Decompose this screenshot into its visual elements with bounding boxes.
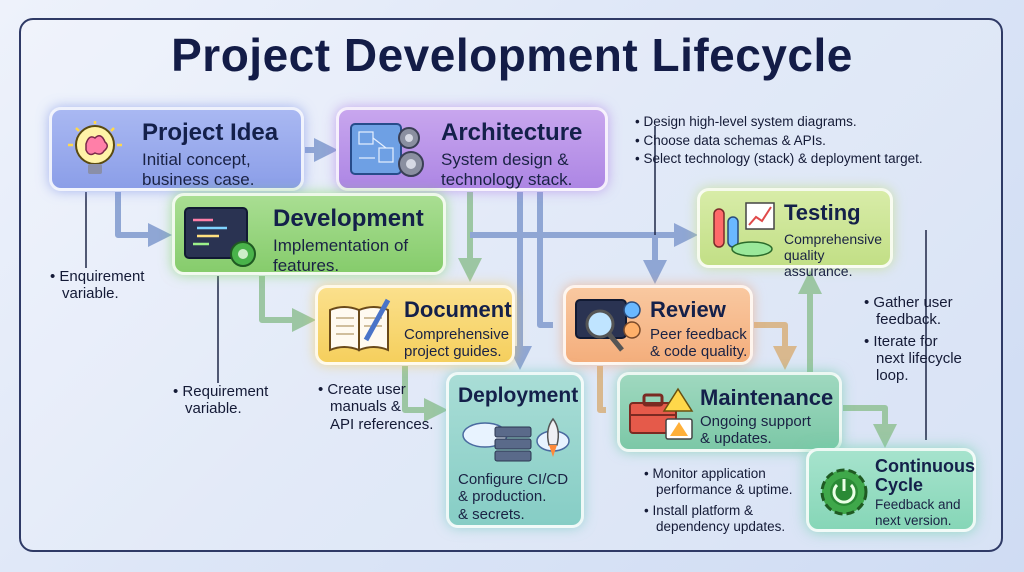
node-description: Initial concept,business case.: [142, 150, 255, 189]
power-gear-icon: [820, 468, 868, 516]
arrow-maint-from-review: [597, 366, 606, 413]
code-editor-gear-icon: [184, 207, 256, 267]
open-book-pen-icon: [329, 298, 391, 352]
node-title: Review: [650, 297, 726, 322]
note-architecture: • Design high-level system diagrams. • C…: [635, 114, 923, 167]
node-title: Maintenance: [700, 385, 834, 410]
blueprint-gears-icon: [350, 123, 424, 177]
node-description: Configure CI/CD& production.& secrets.: [458, 471, 569, 523]
arrow-dev-to-document: [259, 276, 316, 332]
arrow-idea-to-development: [115, 192, 172, 247]
node-description: Peer feedback& code quality.: [650, 326, 748, 361]
node-maintenance[interactable]: Maintenance Ongoing support& updates.: [617, 372, 842, 452]
note-document: • Create user manuals & API references.: [318, 381, 434, 433]
arrow-arch-to-review-side: [537, 192, 553, 328]
node-title: Project Idea: [142, 119, 279, 146]
arrow-review-to-maintenance: [754, 322, 797, 370]
arrow-maint-to-continuous: [843, 405, 897, 448]
node-project-idea[interactable]: Project Idea Initial concept,business ca…: [49, 107, 304, 191]
node-description: Ongoing support& updates.: [700, 413, 811, 448]
note-testing: • Gather user feedback. • Iterate for ne…: [864, 294, 962, 384]
magnifier-monitor-icon: [575, 299, 641, 352]
page-title: Project Development Lifecycle: [171, 29, 853, 81]
node-title: Development: [273, 205, 424, 232]
toolbox-warning-icon: [629, 387, 694, 440]
node-review[interactable]: Review Peer feedback& code quality.: [563, 285, 753, 365]
note-maintenance: • Monitor application performance & upti…: [644, 466, 793, 534]
arrow-doc-to-deployment: [402, 366, 448, 422]
node-title: Testing: [784, 200, 861, 225]
node-architecture[interactable]: Architecture System design &technology s…: [336, 107, 608, 191]
lab-flasks-chart-icon: [713, 202, 775, 257]
node-deployment[interactable]: Deployment Configure CI/CD& production.&…: [446, 372, 584, 528]
node-title: Architecture: [441, 119, 583, 146]
note-development: • Requirement variable.: [173, 383, 269, 418]
node-description: System design &technology stack.: [441, 150, 573, 189]
arrow-arch-to-review: [620, 232, 667, 284]
node-title: Deployment: [458, 384, 579, 407]
cloud-server-rocket-icon: [462, 417, 570, 462]
note-idea-left: • Enquirement variable.: [50, 268, 145, 303]
node-title: Document: [404, 297, 512, 322]
lightbulb-brain-icon: [68, 121, 122, 174]
